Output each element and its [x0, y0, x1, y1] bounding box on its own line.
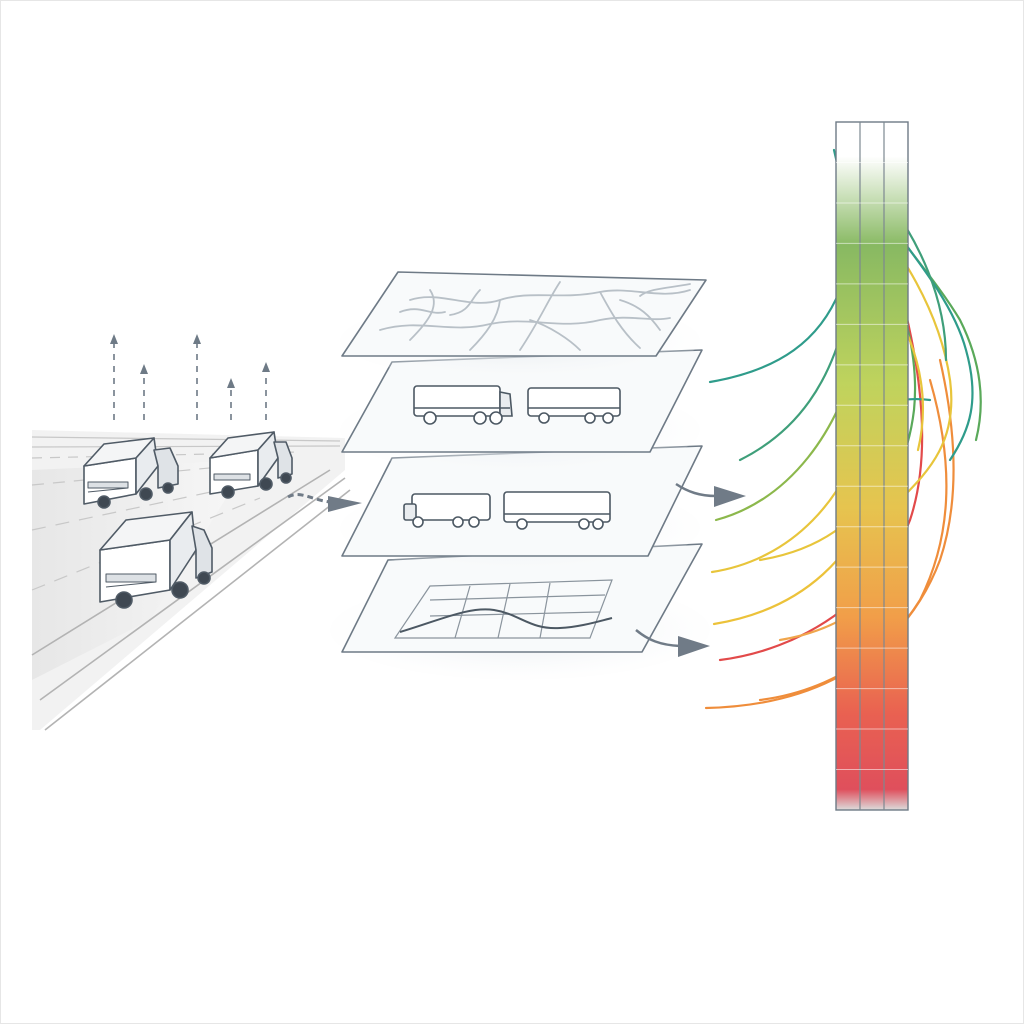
truck-icon — [99, 511, 213, 609]
heatmap-fill — [835, 121, 909, 811]
time-series-layer — [330, 543, 710, 680]
truck-icon — [83, 437, 179, 509]
roadway-scene — [31, 334, 362, 731]
uplink-arrow-icon — [193, 334, 201, 420]
vehicle-layer-b — [340, 445, 703, 573]
arrow-right-icon — [675, 482, 746, 507]
uplink-arrow-icon — [227, 378, 235, 420]
uplink-arrow-icon — [110, 334, 118, 420]
road-network-layer — [340, 271, 707, 380]
uplink-arrows — [110, 334, 270, 420]
arrow-right-icon — [287, 493, 362, 512]
truck-icon — [403, 493, 491, 528]
truck-icon — [527, 387, 621, 424]
flow-strand — [708, 148, 848, 384]
truck-icon — [209, 431, 293, 499]
vehicle-layer-a — [340, 349, 703, 475]
heatmap-column — [835, 121, 909, 811]
flow-strand — [718, 288, 924, 662]
truck-icon — [503, 491, 611, 530]
layer-stack — [330, 271, 746, 680]
uplink-arrow-icon — [262, 362, 270, 420]
heatmap-grid — [836, 122, 908, 810]
arrow-right-icon — [635, 629, 710, 657]
uplink-arrow-icon — [140, 364, 148, 420]
truck-icon — [413, 385, 513, 425]
flow-strand — [758, 358, 955, 702]
